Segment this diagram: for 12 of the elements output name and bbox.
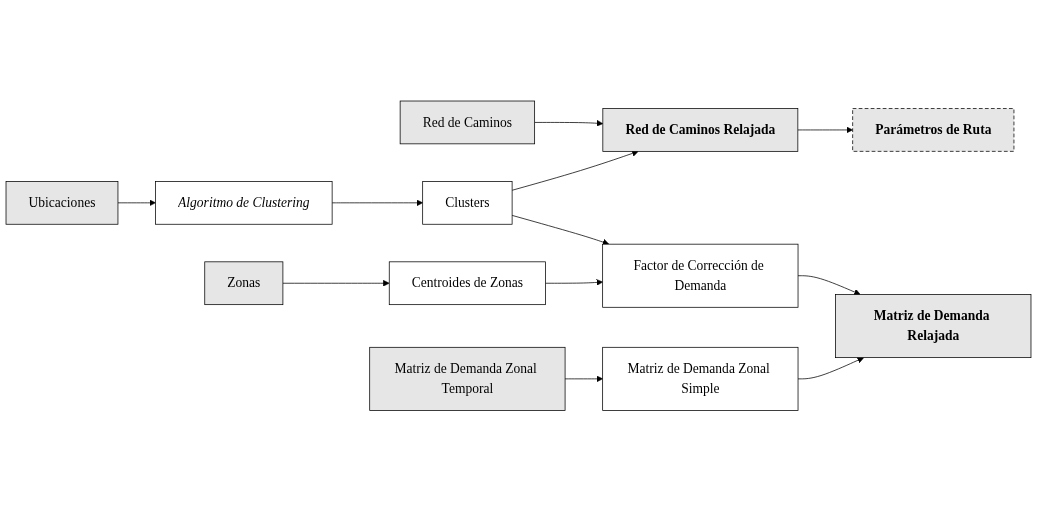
- node-box: Zonas: [204, 261, 284, 306]
- node-box: Clusters: [422, 181, 513, 225]
- node-box: Matriz de Demanda Zonal Simple: [602, 347, 799, 412]
- node-box: Matriz de Demanda Relajada: [835, 294, 1032, 359]
- node-box: Centroides de Zonas: [388, 261, 546, 306]
- node-box: Red de Caminos: [399, 100, 535, 145]
- node-box: Factor de Corrección de Demanda: [602, 244, 799, 308]
- node-box: Parámetros de Ruta: [852, 108, 1015, 152]
- node-box: Red de Caminos Relajada: [602, 108, 799, 152]
- node-box: Algoritmo de Clustering: [155, 181, 333, 225]
- node-box: Matriz de Demanda Zonal Temporal: [369, 347, 566, 412]
- node-box: Ubicaciones: [5, 181, 119, 225]
